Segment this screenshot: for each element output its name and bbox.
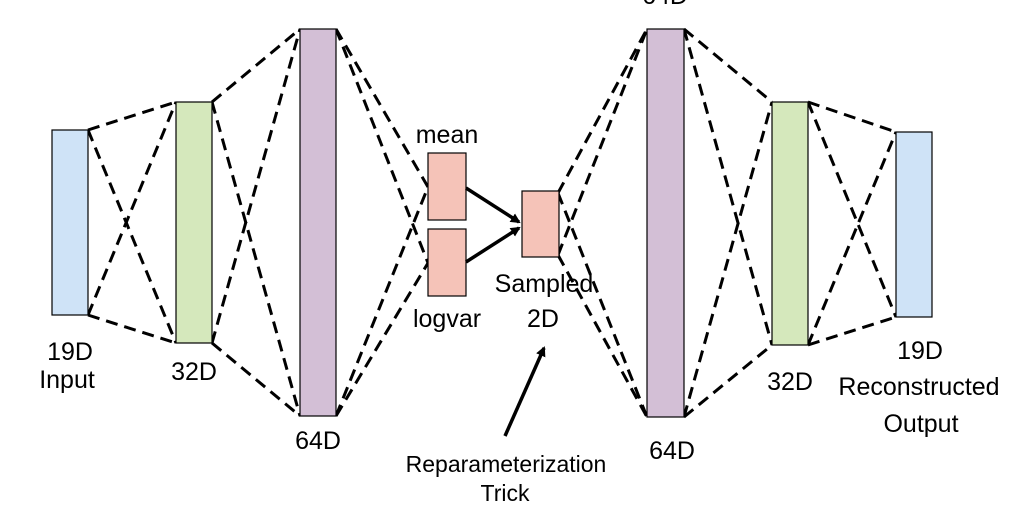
decoder-hidden-64-layer bbox=[646, 28, 685, 418]
logvar-to-sampled-arrow bbox=[465, 226, 521, 264]
conn-sampled-d64-cross1 bbox=[556, 192, 649, 418]
conn-h32-h64-bottom bbox=[211, 341, 301, 418]
conn-h64-mean-cross2 bbox=[334, 186, 430, 417]
conn-input-h32-cross1 bbox=[86, 129, 178, 344]
decoder-output-name-label-line1: Reconstructed bbox=[838, 373, 999, 401]
conn-d32-output-cross2 bbox=[806, 131, 898, 346]
decoder-connections bbox=[556, 27, 898, 419]
encoder-input-dim-label: 19D bbox=[47, 338, 93, 366]
mean-layer bbox=[427, 152, 467, 221]
conn-sampled-d64-cross2 bbox=[556, 28, 649, 256]
encoder-input-name-label: Input bbox=[39, 366, 95, 394]
mean-label: mean bbox=[416, 121, 479, 149]
decoder-output-name-label-line2: Output bbox=[883, 410, 958, 438]
conn-d64-d32-top bbox=[683, 27, 773, 104]
conn-d32-output-top bbox=[807, 100, 897, 134]
conn-d32-output-cross1 bbox=[806, 101, 898, 318]
decoder-output-dim-label: 19D bbox=[897, 337, 943, 365]
sampled-dim-label: 2D bbox=[527, 305, 559, 333]
encoder-64-label: 64D bbox=[295, 427, 341, 455]
conn-input-h32-cross2 bbox=[86, 101, 178, 316]
conn-input-h32-bottom bbox=[87, 313, 177, 345]
conn-d64-d32-cross1 bbox=[682, 28, 774, 346]
conn-h64-mean-top bbox=[334, 28, 430, 188]
decoder-32-label: 32D bbox=[767, 368, 813, 396]
logvar-label: logvar bbox=[413, 305, 481, 333]
encoder-hidden-64-layer bbox=[299, 28, 337, 417]
conn-h64-logvar-cross1 bbox=[334, 28, 430, 264]
conn-h32-h64-cross2 bbox=[210, 28, 302, 344]
decoder-output-layer bbox=[895, 131, 933, 318]
conn-d64-d32-cross2 bbox=[682, 101, 774, 418]
conn-sampled-d64-top bbox=[556, 28, 649, 194]
reparameterization-arrow bbox=[503, 346, 546, 437]
conn-h64-logvar-bottom bbox=[334, 262, 430, 417]
decoder-hidden-32-layer bbox=[771, 101, 809, 346]
conn-d64-d32-bottom bbox=[683, 343, 773, 419]
sampled-latent-layer bbox=[521, 190, 560, 258]
decoder-64-top-label: 64D bbox=[642, 0, 688, 10]
encoder-connections bbox=[86, 27, 430, 418]
conn-h32-h64-top bbox=[211, 27, 301, 104]
encoder-input-layer bbox=[51, 129, 89, 316]
mean-to-sampled-arrow bbox=[465, 186, 521, 224]
decoder-64-label: 64D bbox=[649, 437, 695, 465]
reparameterization-label-line2: Trick bbox=[481, 480, 530, 506]
logvar-layer bbox=[427, 228, 467, 297]
conn-input-h32-top bbox=[87, 100, 177, 132]
conn-d32-output-bottom bbox=[807, 315, 897, 347]
sampled-label: Sampled bbox=[495, 270, 594, 298]
encoder-hidden-32-layer bbox=[175, 101, 213, 344]
conn-sampled-d64-bottom bbox=[556, 254, 649, 418]
conn-h32-h64-cross1 bbox=[210, 101, 302, 417]
reparameterization-label-line1: Reparameterization bbox=[406, 451, 607, 477]
encoder-32-label: 32D bbox=[171, 358, 217, 386]
